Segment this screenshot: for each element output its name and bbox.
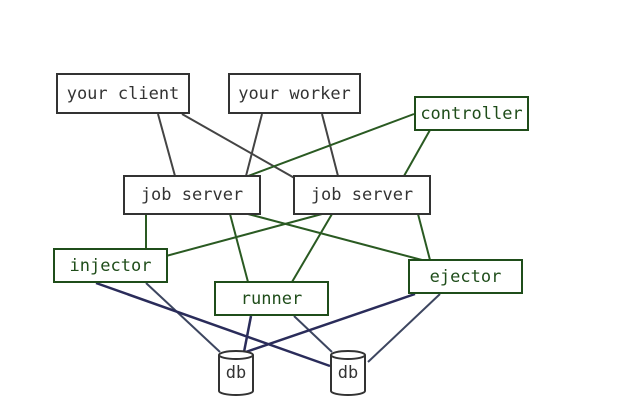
node-your-worker: your worker [228,73,361,114]
node-your-client: your client [56,73,190,114]
node-job-server-2: job server [293,175,431,215]
edge-jobserver2-ejector [417,213,431,261]
db-label: db [337,363,359,383]
edge-controller-jobserver1 [247,113,415,177]
edge-runner-db2 [293,315,333,353]
edge-controller-jobserver2 [403,129,431,177]
node-db-2: db [329,349,367,397]
node-ejector: ejector [408,259,523,294]
node-db-1: db [217,349,255,397]
edge-client-jobserver2 [181,113,299,181]
edge-injector-db1 [145,282,221,353]
node-injector: injector [53,248,168,283]
database-icon [330,350,366,396]
edge-ejector-db1 [239,292,416,356]
edge-injector-db2 [95,281,331,368]
edge-jobserver2-runner [291,213,333,283]
node-runner: runner [214,281,329,316]
node-job-server-1: job server [123,175,261,215]
edge-ejector-db2 [367,293,441,363]
edge-worker-jobserver1 [245,113,263,177]
edge-runner-db1 [242,315,253,353]
edge-jobserver2-injector [165,213,323,257]
db-label: db [225,363,247,383]
edge-jobserver1-runner [229,213,249,283]
edge-jobserver1-ejector [247,213,423,261]
edge-client-jobserver1 [157,113,176,177]
database-icon [218,350,254,396]
node-controller: controller [414,96,529,131]
